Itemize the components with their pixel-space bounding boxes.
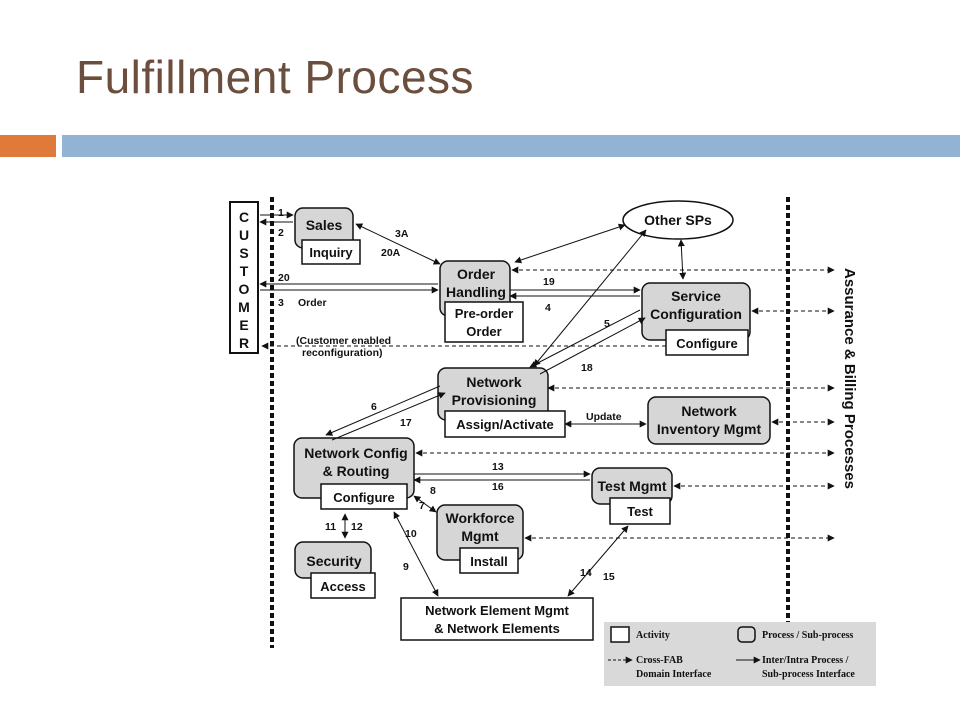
flow-label: 18 (581, 362, 593, 374)
legend-cross-fab-label-1: Cross-FAB (636, 655, 683, 666)
configure-service-activity-box (665, 329, 749, 356)
order-handling-label-1: Order (457, 266, 496, 282)
assign-activate-activity-box (444, 410, 566, 438)
test-activity-box (609, 497, 671, 525)
customer-box: C U S T O M E R (229, 201, 259, 354)
test-mgmt-label: Test Mgmt (598, 478, 667, 494)
flow-label: 9 (403, 561, 409, 573)
assign-activate-label: Assign/Activate (456, 417, 554, 432)
customer-letter: C (239, 209, 249, 225)
service-config-label-2: Configuration (650, 306, 742, 322)
install-label: Install (470, 554, 508, 569)
install-activity-box (459, 547, 519, 574)
sales-label: Sales (306, 217, 343, 233)
legend: Activity Process / Sub-process Cross-FAB… (604, 622, 876, 686)
configure-network-activity-box (320, 483, 408, 510)
network-config-label-2: & Routing (323, 463, 390, 479)
network-element-mgmt-box (400, 597, 594, 641)
security-label: Security (306, 553, 361, 569)
flow-label: (Customer enabled (296, 335, 391, 347)
nem-label-2: & Network Elements (434, 621, 560, 636)
network-config-label-1: Network Config (304, 445, 407, 461)
pre-order-label-1: Pre-order (455, 306, 514, 321)
flow-label: 8 (430, 485, 436, 497)
configure-network-label: Configure (333, 490, 394, 505)
flow-label: 4 (545, 302, 551, 314)
network-inventory-process-box (647, 396, 771, 445)
solid-connectors (259, 211, 687, 597)
nem-label-1: Network Element Mgmt (425, 603, 569, 618)
access-label: Access (320, 579, 366, 594)
flow-label: 5 (604, 318, 610, 330)
customer-letter: S (239, 245, 248, 261)
flow-label: 7 (419, 500, 425, 512)
workforce-label-1: Workforce (446, 510, 515, 526)
flow-label: 15 (603, 571, 615, 583)
inquiry-label: Inquiry (309, 245, 353, 260)
flow-label: 3 (278, 297, 284, 309)
network-inventory-label-1: Network (681, 403, 736, 419)
flow-label: 6 (371, 401, 377, 413)
legend-inter-intra-label-2: Sub-process Interface (762, 669, 855, 680)
customer-letter: T (240, 263, 249, 279)
customer-letter: E (239, 317, 248, 333)
flow-label: 10 (405, 528, 417, 540)
flow-label: 19 (543, 276, 555, 288)
flow-label: 20A (381, 247, 401, 259)
customer-letter: R (239, 335, 249, 351)
access-activity-box (310, 572, 376, 599)
legend-activity-swatch (610, 626, 630, 643)
legend-activity-label: Activity (636, 630, 670, 641)
network-inventory-label-2: Inventory Mgmt (657, 421, 762, 437)
pre-order-label-2: Order (466, 324, 501, 339)
flow-label: 11 (325, 521, 336, 533)
flow-label: 2 (278, 227, 284, 239)
slide-title: Fulfillment Process (76, 51, 475, 103)
workforce-label-2: Mgmt (461, 528, 499, 544)
other-sps-label: Other SPs (644, 212, 712, 228)
legend-cross-fab-label-2: Domain Interface (636, 669, 712, 680)
customer-letter: U (239, 227, 249, 243)
configure-service-label: Configure (676, 336, 737, 351)
pre-order-activity-box (444, 301, 524, 343)
flow-label: reconfiguration) (302, 347, 383, 359)
flow-label: 13 (492, 461, 504, 473)
assurance-billing-label: Assurance & Billing Processes (841, 268, 858, 489)
title-accent-bar-blue (62, 135, 960, 157)
dashed-connectors (261, 266, 835, 542)
customer-letter: M (238, 299, 250, 315)
flow-label: 20 (278, 272, 290, 284)
network-provisioning-label-2: Provisioning (452, 392, 537, 408)
flow-label: Order (298, 297, 327, 309)
flow-label: 3A (395, 228, 409, 240)
other-sps-ellipse (622, 200, 734, 240)
flow-label: 14 (580, 567, 592, 579)
flow-label: 1 (278, 207, 284, 219)
test-label: Test (627, 504, 653, 519)
flow-label: 12 (351, 521, 363, 533)
legend-process-swatch (737, 626, 756, 643)
order-handling-label-2: Handling (446, 284, 506, 300)
customer-letter: O (239, 281, 250, 297)
flow-label: 17 (400, 417, 412, 429)
legend-inter-intra-label-1: Inter/Intra Process / (762, 655, 849, 666)
flow-label: 16 (492, 481, 504, 493)
network-provisioning-label-1: Network (466, 374, 521, 390)
legend-process-label: Process / Sub-process (762, 630, 853, 641)
service-config-label-1: Service (671, 288, 721, 304)
title-accent-bar-orange (0, 135, 56, 157)
flow-label: Update (586, 411, 622, 423)
